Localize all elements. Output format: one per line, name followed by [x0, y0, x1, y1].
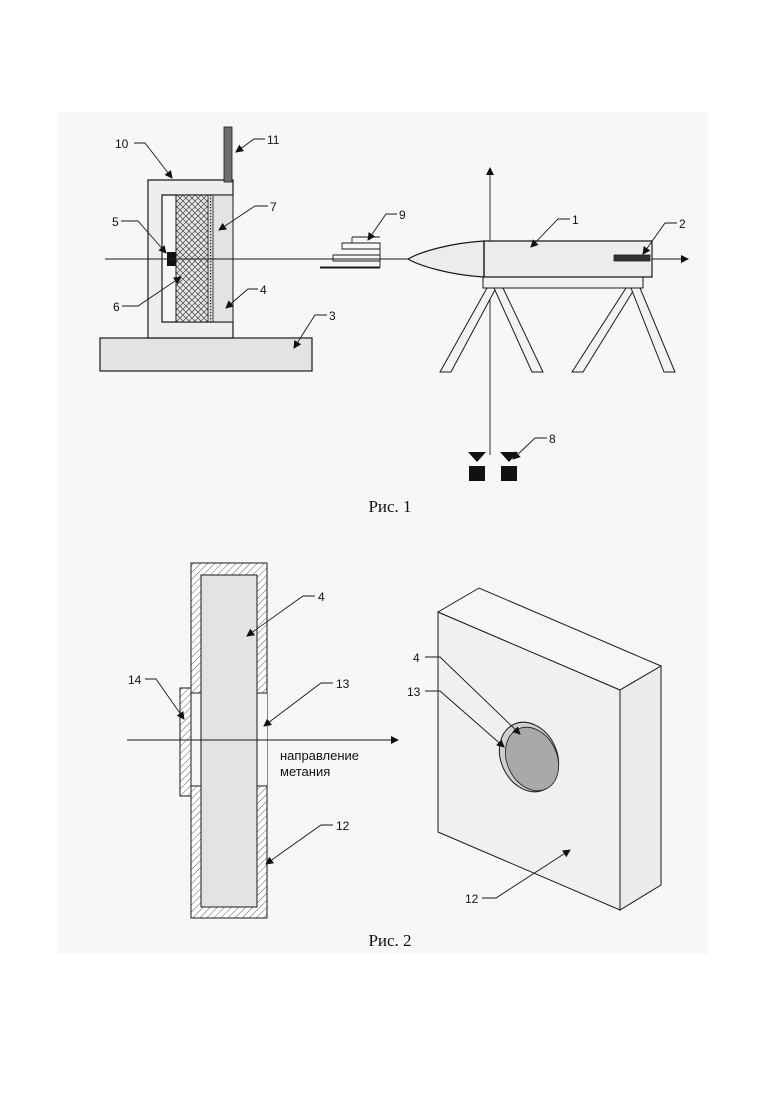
rear-aperture — [191, 693, 201, 786]
direction-label-line2: метания — [280, 764, 330, 779]
label-5: 5 — [112, 215, 119, 229]
label-4-section: 4 — [318, 590, 325, 604]
figure-2: направление метания 4 14 13 — [127, 563, 661, 950]
label-3: 3 — [329, 309, 336, 323]
label-9: 9 — [399, 208, 406, 222]
label-8: 8 — [549, 432, 556, 446]
target-plate — [212, 195, 233, 322]
crosshatch-layer — [176, 195, 209, 322]
stepped-element — [320, 243, 380, 267]
specimen-section — [201, 575, 257, 907]
label-12-section: 12 — [336, 819, 350, 833]
label-7: 7 — [270, 200, 277, 214]
label-6: 6 — [113, 300, 120, 314]
block-side-face — [620, 666, 661, 910]
label-2: 2 — [679, 217, 686, 231]
base-slab — [100, 338, 312, 371]
impactor-pad — [180, 688, 191, 796]
direction-label-line1: направление — [280, 748, 359, 763]
label-10: 10 — [115, 137, 129, 151]
mast-rod — [224, 127, 232, 182]
projectile-stand — [440, 276, 675, 372]
sensor-pair — [468, 452, 518, 481]
label-11: 11 — [267, 133, 280, 147]
label-1: 1 — [572, 213, 579, 227]
projectile-nose — [408, 241, 484, 277]
projectile-tail-charge — [614, 255, 650, 261]
figure-2-caption: Рис. 2 — [368, 931, 411, 950]
label-12-iso: 12 — [465, 892, 479, 906]
figure-1-caption: Рис. 1 — [368, 497, 411, 516]
label-13-section: 13 — [336, 677, 350, 691]
label-14: 14 — [128, 673, 142, 687]
front-aperture — [257, 693, 267, 786]
label-4: 4 — [260, 283, 267, 297]
figure-1: 10 11 5 6 7 4 3 9 1 2 8 Рис. 1 — [100, 127, 688, 516]
label-4-iso: 4 — [413, 651, 420, 665]
label-13-iso: 13 — [407, 685, 421, 699]
dotted-layer — [208, 195, 213, 322]
